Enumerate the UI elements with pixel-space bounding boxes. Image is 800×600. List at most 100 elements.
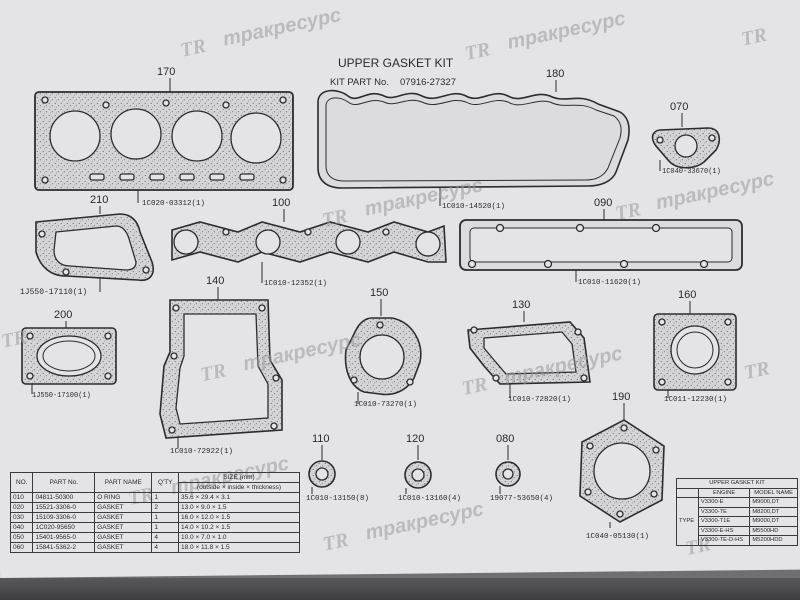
ref-number: 210 [90, 194, 108, 206]
col-model-name: MODEL NAME [749, 487, 798, 498]
watermark-text: трaкресурс [221, 4, 343, 51]
part-code: 1C040-33670(1) [662, 168, 721, 176]
cell-part: 15841-5362-2 [32, 542, 96, 553]
gasket-180-cover: 180 1C010-14520(1) [317, 68, 630, 211]
ref-number: 070 [670, 101, 688, 113]
background-edge [0, 578, 800, 600]
gasket-110: 110 1C010-13150(8) [306, 433, 369, 503]
cell-name: GASKET [94, 502, 153, 513]
part-code: 1J550-17100(1) [32, 392, 91, 400]
part-code: 1C010-72922(1) [170, 448, 233, 456]
ref-number: 090 [594, 197, 612, 209]
cell-model: M9000,DT [749, 497, 798, 508]
parts-table: NO. PART No. PART NAME Q'TY SIZE (mm) (o… [9, 472, 300, 553]
watermark-logo: TR [178, 35, 208, 62]
watermark-logo: TR [739, 24, 769, 51]
kit-table-header: ENGINE MODEL NAME [676, 487, 798, 498]
gasket-200: 200 1J550-17100(1) [21, 309, 117, 400]
ref-number: 130 [512, 299, 530, 311]
part-code: 1C010-12352(1) [264, 280, 327, 288]
cell-part: 15521-3306-0 [32, 502, 96, 513]
cell-no: 020 [9, 502, 34, 513]
gasket-140: 140 1C010-72922(1) [159, 275, 283, 456]
cell-name: GASKET [94, 532, 153, 543]
cell-name: GASKET [94, 512, 153, 523]
cell-qty: 2 [151, 502, 179, 513]
gasket-190-hex: 190 1C040-05130(1) [579, 391, 665, 541]
ref-number: 080 [496, 433, 514, 445]
kit-type-spacer [676, 487, 699, 498]
cell-part: 15401-9565-0 [32, 532, 96, 543]
watermark-logo: TR [613, 198, 643, 225]
part-code: 19077-53650(4) [490, 495, 553, 503]
cell-engine: V3300-E [697, 497, 751, 508]
watermark-logo: TR [199, 359, 229, 386]
watermark-text: трaкресурс [363, 498, 485, 545]
cell-engine: V3300-T1E [697, 516, 751, 527]
parts-table-header: NO. PART No. PART NAME Q'TY SIZE (mm) [9, 472, 300, 493]
cell-size: 10.0 × 7.0 × 1.0 [178, 532, 300, 543]
ref-number: 180 [546, 68, 564, 80]
cell-no: 030 [9, 512, 34, 523]
gasket-210: 210 1J550-17110(1) [20, 194, 154, 297]
gasket-080: 080 19077-53650(4) [490, 433, 553, 503]
cell-size: 16.0 × 12.0 × 1.5 [178, 512, 300, 523]
page-title: UPPER GASKET KIT [338, 56, 454, 70]
col-no: NO. [9, 472, 34, 493]
part-code: 1J550-17110(1) [20, 288, 87, 297]
col-size: SIZE (mm) [178, 472, 300, 483]
cell-no: 040 [9, 522, 34, 533]
gasket-160: 160 1C011-12230(1) [653, 289, 737, 404]
cell-name: GASKET [94, 522, 153, 533]
part-code: 1C010-72820(1) [508, 396, 571, 404]
ref-number: 100 [272, 197, 290, 209]
part-code: 1C040-05130(1) [586, 533, 649, 541]
cell-model: M9000,DT [749, 516, 798, 527]
ref-number: 170 [157, 66, 175, 78]
cell-name: O RING [94, 492, 153, 503]
kit-type-label: TYPE [676, 497, 699, 546]
cell-name: GASKET [94, 542, 153, 553]
watermark-logo: TR [321, 529, 351, 556]
cell-qty: 1 [151, 512, 179, 523]
col-engine: ENGINE [697, 487, 751, 498]
cell-size: 18.0 × 11.8 × 1.5 [178, 542, 300, 553]
cell-size: 35.6 × 29.4 × 3.1 [178, 492, 300, 503]
cell-qty: 1 [151, 522, 179, 533]
part-code: 1C010-13150(8) [306, 495, 369, 503]
kit-table-title-row: UPPER GASKET KIT [676, 478, 798, 489]
cell-no: 060 [9, 542, 34, 553]
cell-size: 13.0 × 9.0 × 1.5 [178, 502, 300, 513]
watermark-logo: TR [0, 326, 29, 353]
gasket-150: 150 1C010-73270(1) [344, 287, 422, 409]
cell-qty: 4 [151, 532, 179, 543]
ref-number: 110 [312, 433, 330, 445]
ref-number: 150 [370, 287, 388, 299]
part-code: 1C010-14520(1) [442, 203, 505, 211]
gasket-070-flange: 070 1C040-33670(1) [651, 101, 721, 176]
col-size-sub: (outside × inside × thickness) [178, 482, 300, 493]
cell-engine: V3300-E-HS [697, 525, 751, 536]
col-part-name: PART NAME [94, 472, 153, 493]
watermark-logo: TR [460, 373, 490, 400]
col-part-no: PART No. [32, 472, 96, 493]
col-qty: Q'TY [151, 472, 179, 493]
watermark-logo: TR [320, 205, 350, 232]
ref-number: 120 [406, 433, 424, 445]
part-code: 1C010-11620(1) [578, 279, 641, 287]
cell-engine: V3300-TE-D-HS [697, 535, 751, 546]
cell-part: 1C020-95650 [32, 522, 96, 533]
kit-table-title: UPPER GASKET KIT [676, 478, 798, 489]
watermark-logo: TR [742, 357, 772, 384]
cell-no: 010 [9, 492, 34, 503]
ref-number: 160 [678, 289, 696, 301]
watermark-text: трaкресурс [505, 7, 627, 54]
cell-engine: V3300-TE [697, 506, 751, 517]
